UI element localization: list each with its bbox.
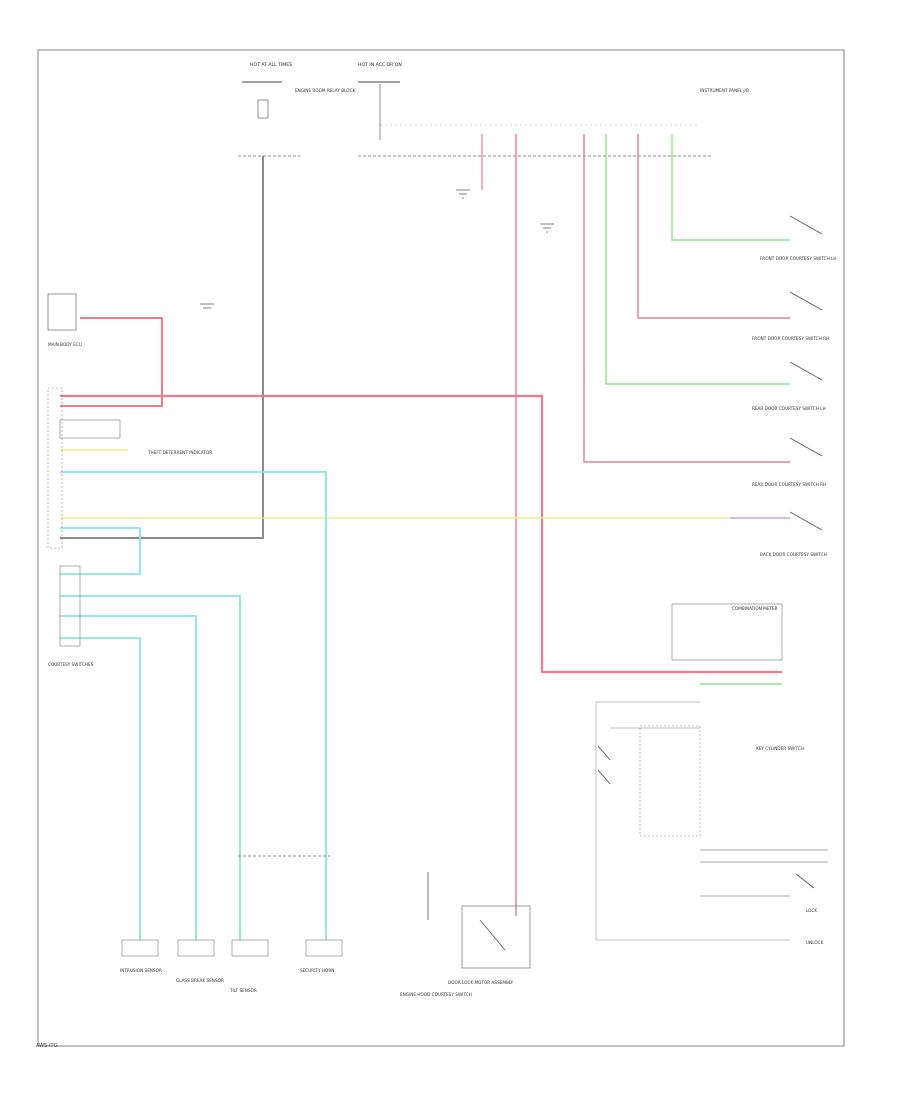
- wire-red-right-1: [637, 134, 790, 319]
- diagram-code: AWS-ITG: [36, 1043, 58, 1049]
- wire-black-main: [60, 156, 264, 539]
- front-door-rh-label: FRONT DOOR COURTESY SWITCH RH: [752, 336, 829, 341]
- main-body-ecu: MAIN BODY ECU: [47, 293, 82, 549]
- wire-green-1: [671, 134, 790, 241]
- wire-cyan-3: [60, 595, 241, 940]
- security-horn-label: SECURITY HORN: [300, 968, 334, 973]
- tilt-sensor-label: TILT SENSOR: [229, 988, 257, 993]
- theft-indicator-label: THEFT DETERRENT INDICATOR: [147, 450, 212, 455]
- wire-red-loop: [60, 317, 163, 407]
- hot-label-right: HOT IN ACC OR ON: [358, 62, 402, 68]
- hot-label-left: HOT AT ALL TIMES: [250, 62, 292, 68]
- junction-block-label: ENGINE ROOM RELAY BLOCK: [295, 88, 356, 93]
- courtesy-connector: COURTESY SWITCHES: [48, 565, 94, 667]
- wire-red-right-2: [583, 134, 790, 463]
- bottom-sensors: INTRUSION SENSOR GLASS BREAK SENSOR TILT…: [120, 855, 343, 993]
- wire-cyan-4: [60, 615, 197, 940]
- lock-label: LOCK: [806, 908, 817, 913]
- key-cylinder-label: KEY CYLINDER SWITCH: [756, 746, 804, 751]
- wire-red-main: [60, 394, 782, 674]
- power-source-left: HOT AT ALL TIMES ENGINE ROOM RELAY BLOCK: [238, 62, 356, 157]
- door-lock-motor-label: DOOR LOCK MOTOR ASSEMBLY: [448, 980, 514, 985]
- diagram-frame: [37, 49, 845, 1047]
- hood-switch: ENGINE HOOD COURTESY SWITCH: [400, 872, 472, 997]
- wire-cyan-2: [60, 527, 141, 575]
- front-door-lh-label: FRONT DOOR COURTESY SWITCH LH: [760, 256, 837, 261]
- combination-meter: COMBINATION METER: [671, 603, 783, 661]
- wire-gray-right: [595, 701, 790, 941]
- unlock-label: UNLOCK: [806, 940, 824, 945]
- theft-indicator-block: THEFT DETERRENT INDICATOR: [59, 419, 212, 455]
- power-source-right: HOT IN ACC OR ON INSTRUMENT PANEL J/B: [358, 62, 749, 157]
- door-lock-motor: DOOR LOCK MOTOR ASSEMBLY: [448, 905, 531, 985]
- back-door-label: BACK DOOR COURTESY SWITCH: [760, 552, 827, 557]
- ground-symbols: [200, 189, 554, 309]
- rear-door-lh-label: REAR DOOR COURTESY SWITCH LH: [752, 406, 826, 411]
- main-body-ecu-label: MAIN BODY ECU: [48, 342, 82, 347]
- wire-green-2: [605, 134, 790, 385]
- wire-cyan-1: [60, 471, 327, 940]
- key-cylinder-switch: KEY CYLINDER SWITCH LOCK UNLOCK: [597, 725, 824, 945]
- wire-black-bottom-right: [700, 849, 828, 897]
- intrusion-sensor-label: INTRUSION SENSOR: [120, 968, 162, 973]
- combination-meter-label: COMBINATION METER: [732, 606, 778, 611]
- hood-switch-label: ENGINE HOOD COURTESY SWITCH: [400, 992, 472, 997]
- glass-break-label: GLASS BREAK SENSOR: [176, 978, 224, 983]
- ip-jb-label: INSTRUMENT PANEL J/B: [700, 88, 749, 93]
- courtesy-switches-label: COURTESY SWITCHES: [48, 662, 94, 667]
- rear-door-rh-label: REAR DOOR COURTESY SWITCH RH: [752, 482, 826, 487]
- door-switches-right: FRONT DOOR COURTESY SWITCH LH FRONT DOOR…: [752, 215, 837, 557]
- wire-cyan-5: [60, 637, 141, 940]
